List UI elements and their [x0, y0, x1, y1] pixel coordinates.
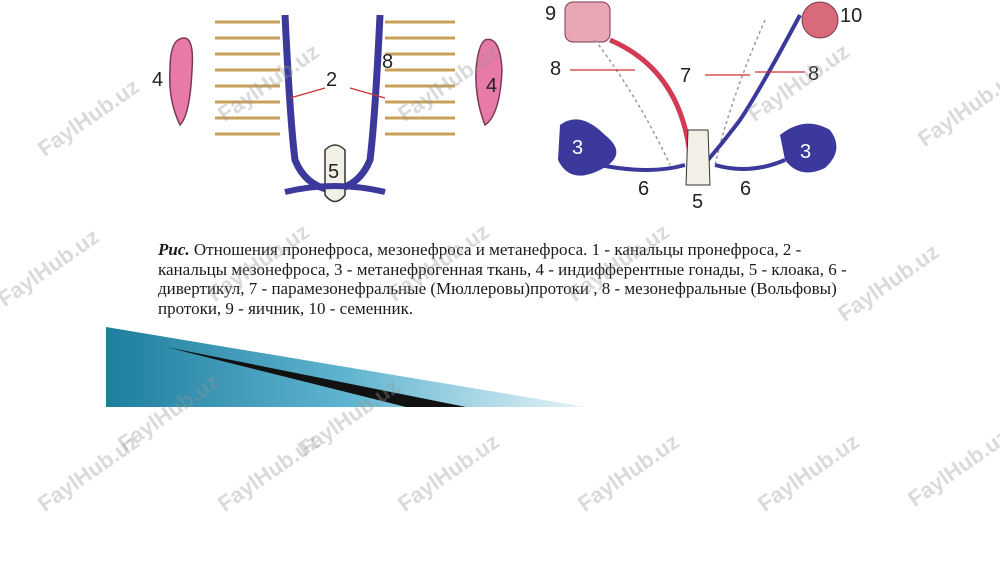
- watermark: FaylHub.uz: [213, 428, 324, 517]
- label-right-8a: 8: [550, 58, 561, 80]
- metanephros-left: [558, 119, 617, 176]
- ovary: [564, 1, 611, 43]
- left-duct: [281, 14, 331, 194]
- label-right-3b: 3: [800, 141, 811, 163]
- label-left-5: 5: [328, 161, 339, 183]
- dotted-line-right: [714, 19, 766, 166]
- label-right-6a: 6: [638, 178, 649, 200]
- right-gonad: [475, 38, 503, 127]
- pointer-line-1: [289, 87, 326, 99]
- diverticulum: [599, 158, 786, 172]
- label-right-3a: 3: [572, 137, 583, 159]
- label-left-2: 2: [326, 69, 337, 91]
- left-tubules-2: [385, 20, 455, 136]
- label-left-8: 8: [382, 51, 393, 73]
- pointer-line-2: [349, 87, 386, 99]
- left-gonad: [168, 37, 194, 127]
- watermark: FaylHub.uz: [393, 428, 504, 517]
- watermark: FaylHub.uz: [33, 73, 144, 162]
- cloaca-right: [685, 129, 711, 186]
- label-right-5: 5: [692, 191, 703, 213]
- cloaca-base: [284, 183, 386, 195]
- watermark: FaylHub.uz: [573, 428, 684, 517]
- left-duct-2: [334, 14, 384, 194]
- watermark: FaylHub.uz: [753, 428, 864, 517]
- embryology-figure: 4 2 8 4 5 9 10 8 7 8 3 3: [152, 1, 862, 213]
- right-diagram: 9 10 8 7 8 3 3 6 5 6: [545, 1, 862, 213]
- watermark: FaylHub.uz: [833, 238, 944, 327]
- watermark: FaylHub.uz: [903, 423, 1000, 512]
- left-diagram: 4 2 8 4 5: [152, 14, 503, 203]
- caption-text: Отношения пронефроса, мезонефроса и мета…: [158, 240, 847, 318]
- watermark: FaylHub.uz: [913, 63, 1000, 152]
- dotted-line-left: [594, 39, 671, 166]
- watermark: FaylHub.uz: [33, 428, 144, 517]
- label-right-8b: 8: [808, 63, 819, 85]
- label-right-6b: 6: [740, 178, 751, 200]
- figure-caption: Рис. Отношения пронефроса, мезонефроса и…: [158, 240, 848, 318]
- decorative-wedge: [106, 327, 586, 407]
- caption-label: Рис.: [158, 240, 190, 259]
- label-left-4b: 4: [486, 75, 497, 97]
- label-right-9: 9: [545, 3, 556, 25]
- paramesonephric-duct: [609, 37, 693, 156]
- metanephros-right: [780, 123, 837, 173]
- label-right-10: 10: [840, 5, 862, 27]
- label-right-7: 7: [680, 65, 691, 87]
- testis: [801, 1, 839, 39]
- mesonephric-duct: [706, 14, 802, 162]
- label-left-4a: 4: [152, 69, 163, 91]
- watermark: FaylHub.uz: [0, 223, 104, 312]
- left-tubules: [215, 20, 280, 136]
